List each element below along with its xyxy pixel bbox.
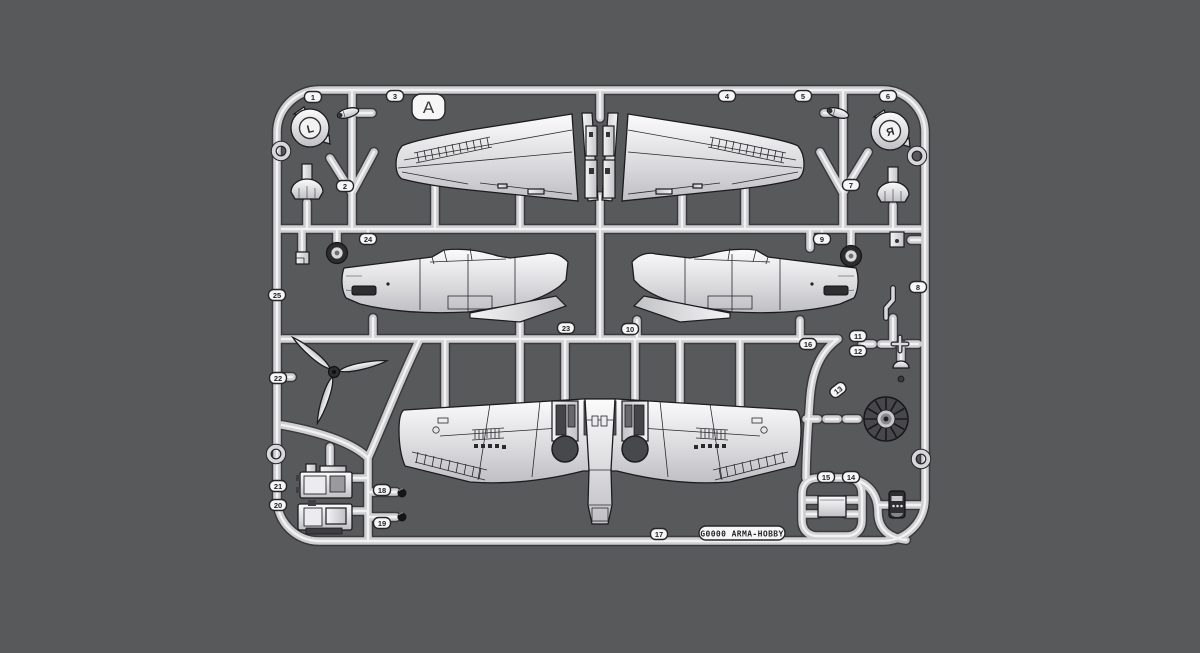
- section-letter-text: A: [423, 98, 435, 117]
- svg-text:20: 20: [274, 501, 282, 510]
- upper-wing-left-part: [395, 112, 599, 202]
- brand-label-text: G0000 ARMA-HOBBY: [700, 530, 783, 539]
- part-number-tag: 15: [816, 470, 836, 484]
- part-number-tag: 12: [848, 344, 868, 358]
- instrument-panel-part: [888, 490, 906, 519]
- box-part-right: [889, 231, 905, 248]
- radial-engine-part: [863, 396, 909, 442]
- fuselage-right-part: [631, 247, 859, 323]
- part-number-tag: 2: [335, 179, 355, 193]
- part-number-tag: 23: [556, 321, 576, 335]
- svg-text:19: 19: [378, 519, 386, 528]
- wheel-bay-door-parts: [584, 125, 616, 199]
- svg-text:23: 23: [562, 324, 570, 333]
- svg-text:11: 11: [854, 332, 862, 341]
- small-round-parts-left: [397, 488, 407, 522]
- svg-text:1: 1: [311, 93, 315, 102]
- svg-text:24: 24: [364, 235, 373, 244]
- lower-wing-part: [398, 398, 802, 525]
- part-number-tag: 20: [268, 498, 288, 512]
- wheel-part-left: [325, 241, 349, 265]
- part-number-tag: 1: [303, 90, 323, 104]
- svg-text:14: 14: [847, 473, 856, 482]
- right-mark-letter: R: [885, 126, 896, 140]
- svg-text:15: 15: [822, 473, 830, 482]
- svg-text:9: 9: [820, 235, 824, 244]
- part-number-tag: 17: [649, 527, 669, 541]
- part-number-tag: 5: [793, 89, 813, 103]
- clear-part-frame-square: [817, 495, 847, 518]
- svg-text:17: 17: [655, 530, 663, 539]
- svg-text:10: 10: [626, 325, 634, 334]
- svg-text:3: 3: [393, 92, 397, 101]
- svg-text:25: 25: [273, 291, 281, 300]
- cowl-ring-left: L: [290, 106, 331, 148]
- bracket-part-left: [295, 251, 310, 265]
- cowl-ring-right: R: [870, 109, 911, 151]
- strut-part-right: [883, 285, 896, 321]
- part-number-tag: 6: [878, 89, 898, 103]
- part-number-tag: 8: [908, 280, 928, 294]
- part-number-tag: 24: [358, 232, 378, 246]
- propeller-part: [290, 335, 390, 426]
- engine-block-part-upper: [296, 463, 353, 499]
- svg-text:8: 8: [916, 283, 920, 292]
- part-number-tag: 18: [372, 483, 392, 497]
- part-number-tag: 4: [717, 89, 737, 103]
- part-number-tag: 9: [812, 232, 832, 246]
- part-number-tag: 7: [841, 178, 861, 192]
- part-number-tag: 11: [848, 329, 868, 343]
- svg-text:21: 21: [274, 482, 282, 491]
- part-number-tag: 19: [372, 516, 392, 530]
- wheel-part-right: [839, 244, 863, 268]
- svg-text:7: 7: [849, 181, 853, 190]
- dome-part-right: [892, 360, 910, 383]
- part-number-tag: 14: [841, 470, 861, 484]
- tailwheel-bay-part-right: [876, 166, 910, 203]
- part-number-tag: 22: [268, 371, 288, 385]
- brand-label-pill: G0000 ARMA-HOBBY: [698, 525, 786, 541]
- svg-text:12: 12: [854, 347, 862, 356]
- svg-text:4: 4: [725, 92, 730, 101]
- upper-wing-right-part: [601, 112, 805, 202]
- part-number-tag: 13: [829, 381, 847, 399]
- section-letter-marker: A: [411, 93, 446, 121]
- svg-text:16: 16: [804, 340, 812, 349]
- part-number-tag: 25: [267, 288, 287, 302]
- part-number-tag: 3: [385, 89, 405, 103]
- part-number-tag: 10: [620, 322, 640, 336]
- left-mark-letter: L: [306, 123, 316, 136]
- svg-text:18: 18: [378, 486, 386, 495]
- tailwheel-bay-part-left: [290, 163, 324, 200]
- part-number-tag: 16: [798, 337, 818, 351]
- cross-part-right: [890, 334, 910, 354]
- part-number-tag: 21: [268, 479, 288, 493]
- svg-text:6: 6: [886, 92, 890, 101]
- svg-text:2: 2: [343, 182, 347, 191]
- fuselage-left-part: [341, 247, 569, 323]
- engine-block-part-lower: [297, 500, 353, 535]
- svg-text:22: 22: [274, 374, 282, 383]
- svg-text:5: 5: [801, 92, 805, 101]
- ring-part-top-right: [905, 144, 929, 168]
